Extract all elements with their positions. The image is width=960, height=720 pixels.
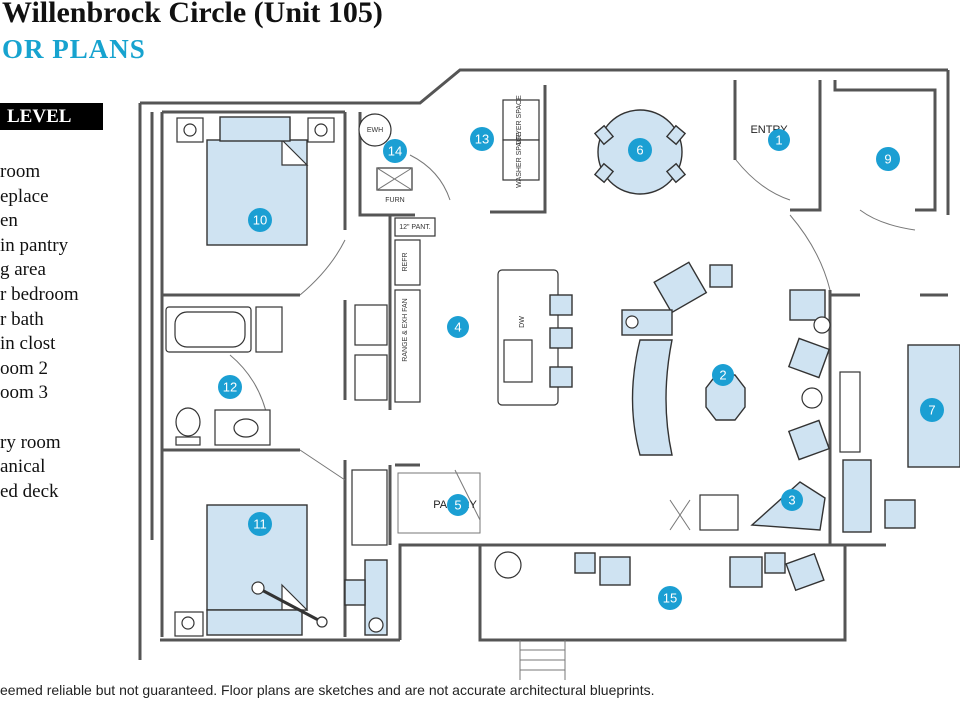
svg-text:15: 15 [663, 591, 677, 606]
mechanical: EWH FURN [358, 113, 413, 204]
room-legend: room eplace en in pantry g area r bedroo… [0, 160, 79, 504]
room-badge-1: 1 [768, 129, 790, 151]
svg-text:14: 14 [388, 144, 402, 159]
interior-walls [160, 80, 948, 637]
room-badge-12: 12 [218, 375, 242, 399]
legend-item: g area [0, 259, 46, 281]
legend-item: en [0, 210, 18, 232]
legend-item: r bath [0, 308, 44, 330]
furn-label: FURN [385, 197, 404, 204]
room-badge-11: 11 [248, 512, 272, 536]
svg-text:13: 13 [475, 132, 489, 147]
ewh-label: EWH [367, 127, 383, 134]
closets [351, 304, 388, 546]
pant-label: 12" PANT. [399, 224, 431, 231]
room-badge-2: 2 [712, 364, 734, 386]
room-badge-13: 13 [470, 127, 494, 151]
dw-label: DW [519, 316, 526, 328]
legend-item: ed deck [0, 480, 59, 502]
room-badge-10: 10 [248, 208, 272, 232]
living-room-furniture [621, 261, 861, 531]
room-badge-5: 5 [447, 494, 469, 516]
room-badge-14: 14 [383, 139, 407, 163]
level-label-bar: LEVEL [0, 103, 103, 130]
room-badge-4: 4 [447, 316, 469, 338]
room-badge-9: 9 [876, 147, 900, 171]
svg-text:10: 10 [253, 213, 267, 228]
kitchen-furniture: 12" PANT. REFR RANGE & EXH FAN DW [394, 217, 573, 406]
room-badge-6: 6 [628, 138, 652, 162]
range-label: RANGE & EXH FAN [402, 298, 409, 361]
master-bed [176, 116, 335, 246]
refr-label: REFR [402, 252, 409, 271]
svg-text:12: 12 [223, 380, 237, 395]
plan-title: Willenbrock Circle (Unit 105) [2, 0, 383, 29]
legend-item: oom 3 [0, 382, 49, 404]
master-bath [165, 306, 283, 446]
room-badge-3: 3 [781, 489, 803, 511]
laundry: DRYER SPACE WASHER SPACE [502, 95, 540, 188]
svg-text:9: 9 [884, 152, 891, 167]
svg-text:4: 4 [454, 320, 461, 335]
washer-label: WASHER SPACE [516, 132, 523, 188]
legend-item: room [0, 161, 41, 182]
svg-text:6: 6 [636, 143, 643, 158]
plan-subtitle: OR PLANS [2, 34, 146, 64]
legend-item: oom 2 [0, 357, 49, 379]
bedroom-3-furniture [174, 504, 388, 637]
exterior-walls [138, 68, 950, 660]
room-badge-15: 15 [658, 586, 682, 610]
room-badge-7: 7 [920, 398, 944, 422]
svg-text:1: 1 [775, 133, 782, 148]
legend-item: eplace [0, 185, 49, 207]
legend-item: in pantry [0, 234, 69, 256]
legend-item: anical [0, 456, 46, 478]
svg-text:11: 11 [253, 517, 267, 532]
svg-text:2: 2 [719, 368, 726, 383]
deck-furniture [494, 551, 825, 680]
svg-text:7: 7 [928, 403, 935, 418]
legend-item: ry room [0, 431, 61, 453]
legend-item: r bedroom [0, 283, 79, 305]
disclaimer-text: eemed reliable but not guaranteed. Floor… [0, 682, 655, 698]
level-label: LEVEL [7, 106, 72, 127]
legend-item: in clost [0, 333, 56, 355]
svg-text:5: 5 [454, 498, 461, 513]
dryer-label: DRYER SPACE [516, 95, 523, 145]
svg-text:3: 3 [788, 493, 795, 508]
